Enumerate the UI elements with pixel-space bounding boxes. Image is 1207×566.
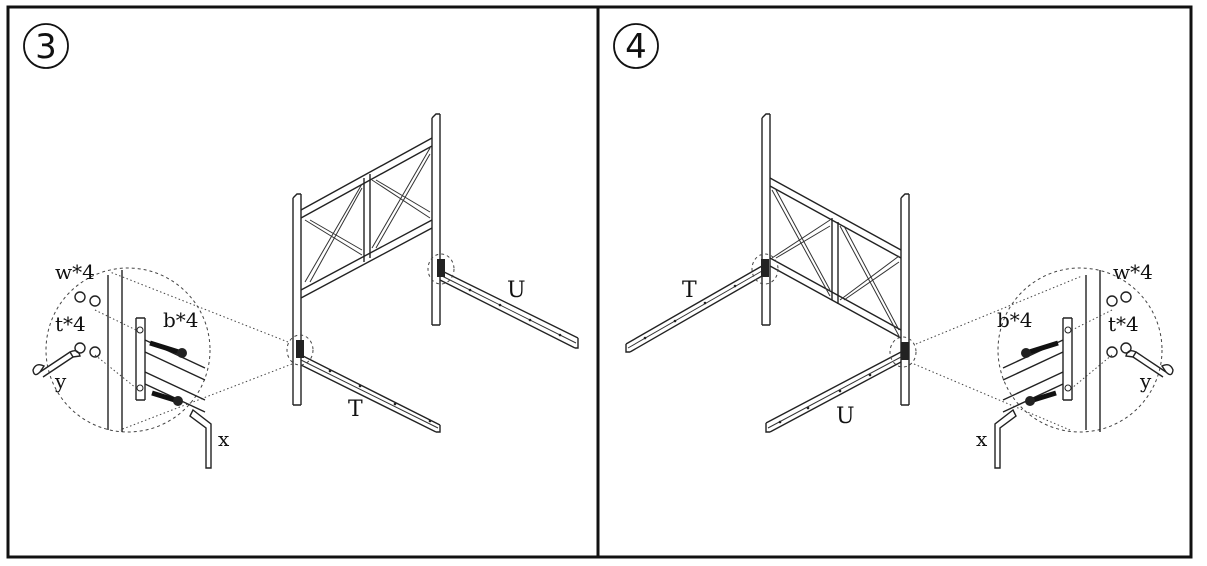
label-nut: t*4 — [1108, 312, 1139, 336]
bracket-front — [296, 340, 304, 358]
label-bolt: b*4 — [163, 308, 199, 332]
bracket-highlight-front — [889, 336, 917, 368]
step-number-circle — [613, 23, 659, 69]
bracket-highlight-back — [427, 253, 455, 285]
hexkey-icon — [994, 408, 1017, 469]
label-washer: w*4 — [55, 260, 95, 284]
side-rail-T — [625, 265, 763, 353]
panel-step-4: 4 T — [613, 23, 1174, 469]
bracket-highlight-front — [286, 334, 314, 366]
headboard-frame — [292, 113, 441, 406]
washer-icon — [89, 295, 101, 307]
nut-icon — [1120, 291, 1132, 303]
label-nut: t*4 — [55, 312, 86, 336]
nut-icon — [74, 291, 86, 303]
bracket-back — [761, 259, 769, 277]
headboard-frame — [761, 113, 910, 406]
label-hexkey: x — [976, 427, 988, 451]
detail-zoom-circle — [997, 267, 1163, 433]
hexkey-icon — [189, 408, 212, 469]
wrench-icon — [1125, 349, 1174, 378]
step-number: 4 — [625, 27, 647, 67]
step-number: 3 — [35, 27, 57, 67]
bracket-front — [901, 342, 909, 360]
washer-icon — [1106, 295, 1118, 307]
step-number-circle — [23, 23, 69, 69]
label-washer: w*4 — [1113, 260, 1153, 284]
detail-zoom-circle — [45, 267, 211, 433]
panel-step-4-frame — [596, 5, 1193, 559]
label-bolt: b*4 — [997, 308, 1033, 332]
side-rail-U — [439, 269, 579, 349]
panel-step-3: 3 T — [23, 23, 579, 469]
wrench-icon — [32, 349, 81, 378]
label-wrench: y — [54, 369, 67, 393]
label-wrench: y — [1139, 369, 1152, 393]
label-rail-T: T — [348, 397, 363, 422]
label-rail-U: U — [507, 278, 526, 303]
side-rail-U — [765, 351, 902, 433]
label-rail-T: T — [682, 278, 697, 303]
label-hexkey: x — [218, 427, 230, 451]
bracket-back — [437, 259, 445, 277]
bracket-highlight-back — [751, 253, 779, 285]
label-rail-U: U — [836, 404, 855, 429]
side-rail-T — [300, 354, 441, 433]
